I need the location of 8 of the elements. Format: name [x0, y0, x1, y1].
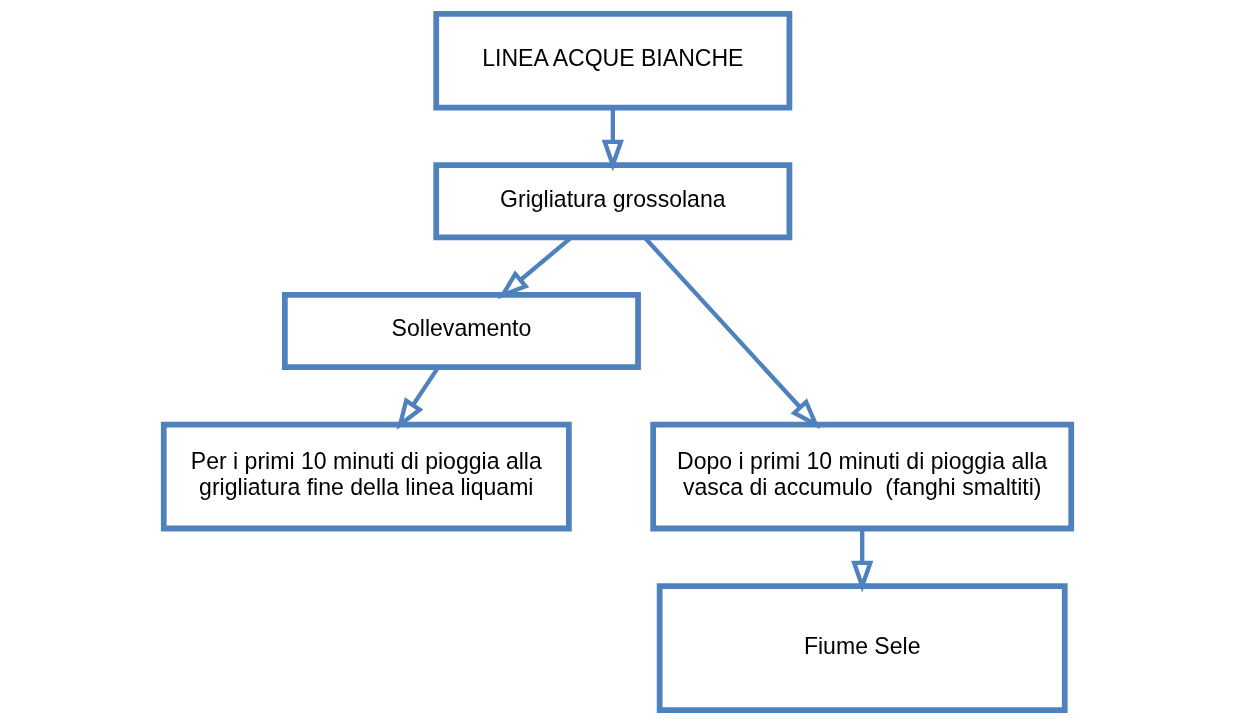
node-box: Grigliatura grossolana: [433, 162, 793, 241]
node-box: Per i primi 10 minuti di pioggia alla grigliatura fine della linea liquami: [160, 421, 572, 532]
arrow: [601, 107, 624, 172]
node-box: LINEA ACQUE BIANCHE: [433, 10, 793, 111]
node-box: Fiume Sele: [656, 583, 1068, 714]
arrow: [851, 528, 874, 593]
node-box: Dopo i primi 10 minuti di pioggia alla vasca di accumulo (fanghi smaltiti): [650, 421, 1075, 532]
node-box: Sollevamento: [281, 292, 641, 370]
